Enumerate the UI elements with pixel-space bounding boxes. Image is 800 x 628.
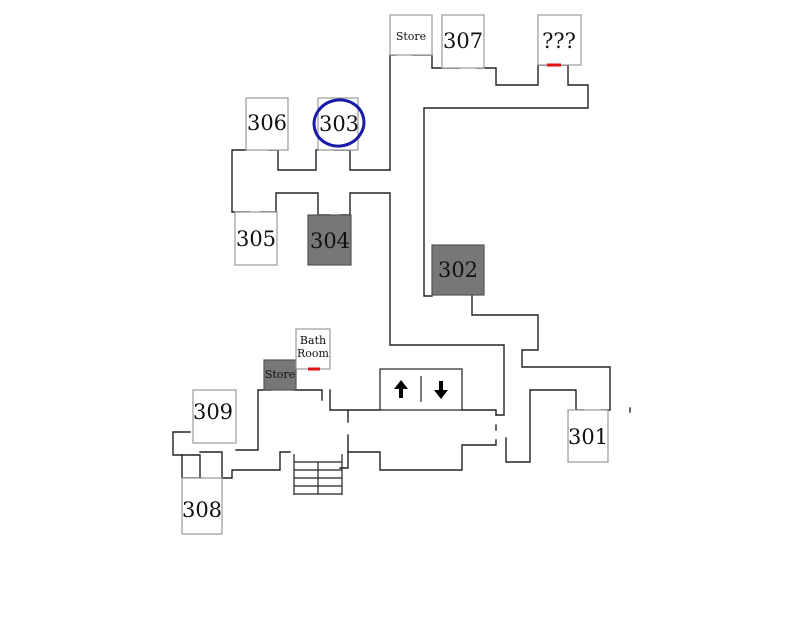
room-307-box[interactable]: [441, 14, 485, 69]
room-309-label: 309: [193, 400, 233, 424]
room-305-box[interactable]: [234, 211, 278, 266]
room-308-label: 308: [182, 498, 222, 522]
room-306-label: 306: [247, 111, 287, 135]
arrow-down-icon: [434, 381, 448, 399]
room-301-box[interactable]: [567, 409, 609, 463]
bathroom-label-line2: Room: [297, 347, 330, 360]
room-305-label: 305: [236, 227, 276, 251]
bathroom-box[interactable]: [295, 328, 331, 370]
store-bottom-label: Store: [265, 368, 295, 381]
store-top-box[interactable]: [389, 14, 433, 56]
room-303-highlight-circle: [312, 98, 366, 148]
room-307-label: 307: [443, 29, 483, 53]
room-304-box[interactable]: [307, 214, 352, 266]
room-306-box[interactable]: [245, 97, 289, 151]
bathroom-label-line1: Bath: [300, 334, 326, 347]
room-302-box[interactable]: [431, 244, 485, 296]
room-301-label: 301: [568, 425, 608, 449]
room-303-label: 303: [319, 112, 359, 136]
room-309-box[interactable]: [192, 389, 237, 444]
room-unknown-label: ???: [542, 29, 576, 53]
lift[interactable]: [379, 368, 463, 411]
store-bottom-box[interactable]: [263, 359, 297, 391]
room-302-label: 302: [438, 258, 478, 282]
arrow-up-icon: [394, 380, 408, 398]
room-308-box[interactable]: [181, 477, 223, 535]
corridor-walls: [172, 54, 631, 479]
store-top-label: Store: [396, 30, 426, 43]
stairs[interactable]: [293, 454, 343, 495]
room-304-label: 304: [310, 229, 350, 253]
